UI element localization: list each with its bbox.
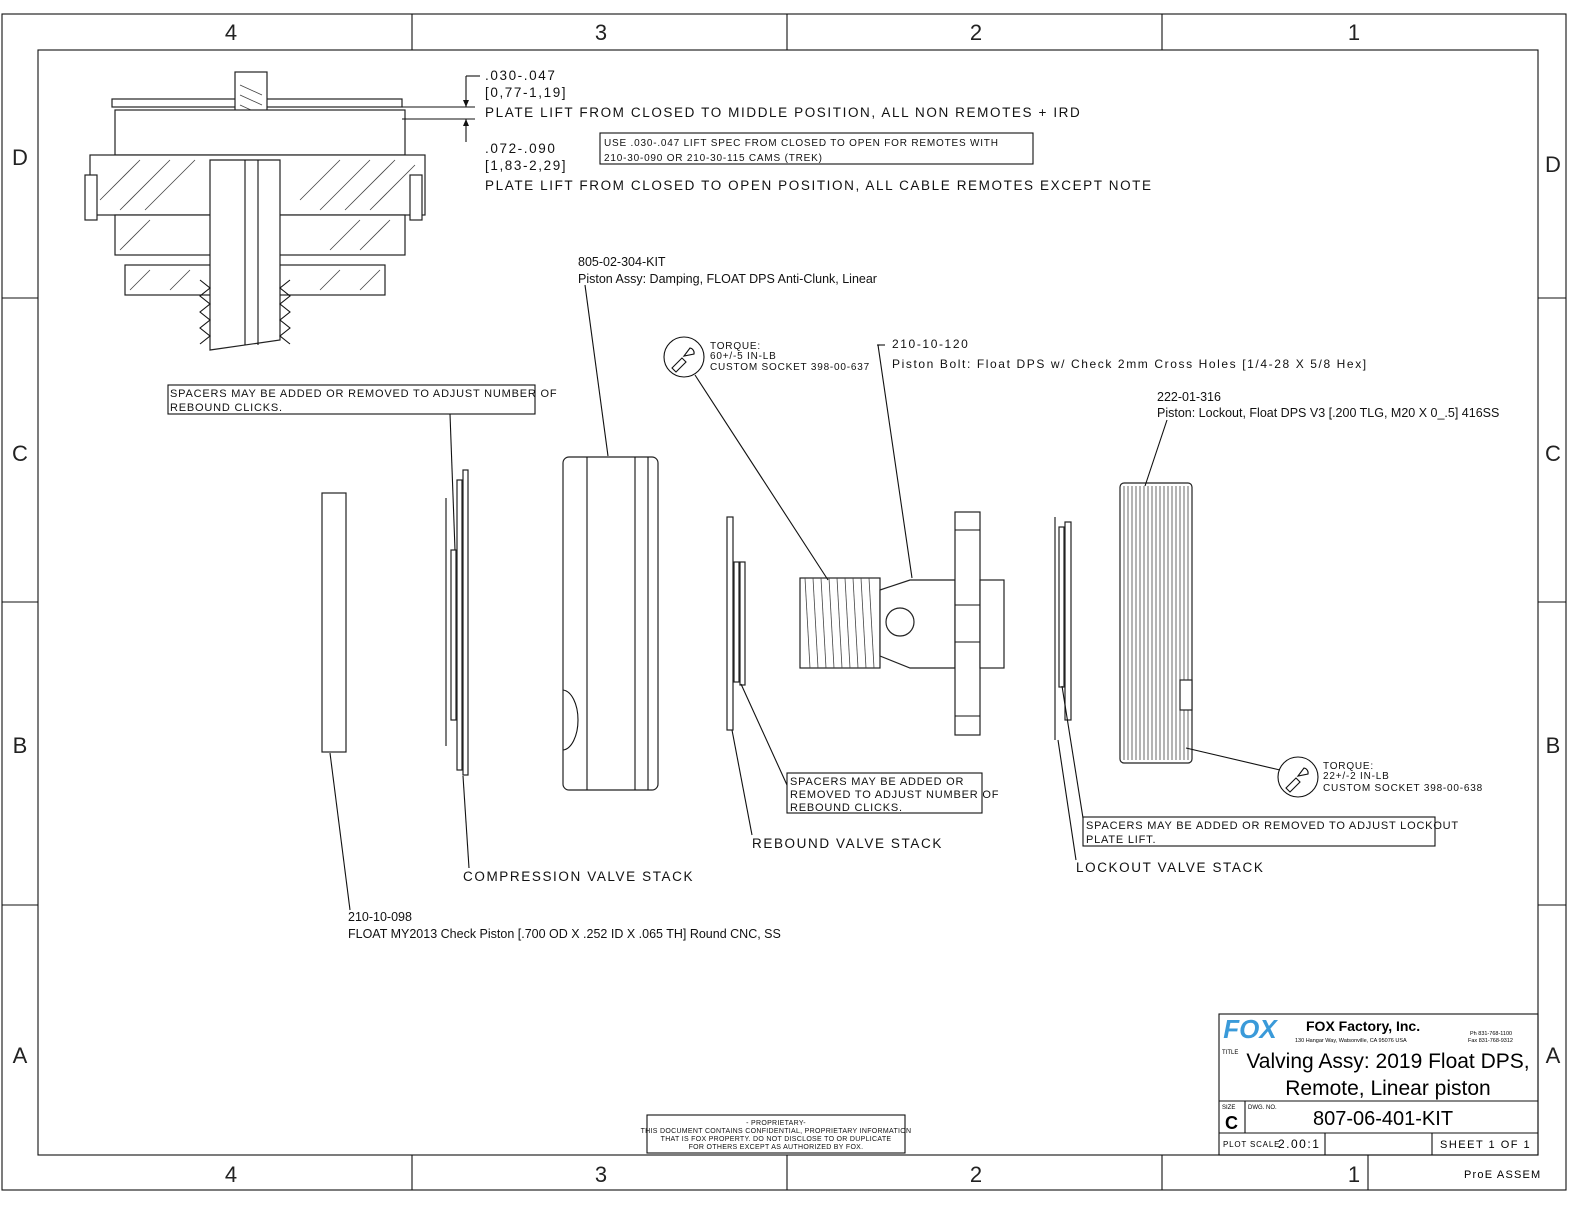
lockout-valve-stack-part (1054, 517, 1072, 740)
callout-piston-bolt: 210-10-120 Piston Bolt: Float DPS w/ Che… (892, 337, 1368, 371)
zone-row-b-right: B (1546, 733, 1561, 758)
zone-labels: 4 3 2 1 4 3 2 1 D C B A D C B A (12, 20, 1561, 1187)
company-address: 130 Hangar Way, Watsonville, CA 95076 US… (1295, 1038, 1407, 1044)
svg-text:TORQUE:: TORQUE: (710, 341, 761, 352)
company-name: FOX Factory, Inc. (1306, 1018, 1420, 1034)
footer-note: ProE ASSEM (1464, 1169, 1541, 1181)
zone-col-2-bottom: 2 (970, 1162, 982, 1187)
torque-wrench-icon (1277, 756, 1319, 798)
note-spacers-compression: SPACERS MAY BE ADDED OR REMOVED TO ADJUS… (167, 384, 557, 415)
note-spacers-rebound: SPACERS MAY BE ADDED OR REMOVED TO ADJUS… (786, 772, 999, 814)
callout-piston-assy: 805-02-304-KIT Piston Assy: Damping, FLO… (578, 255, 877, 286)
svg-text:DWG. NO.: DWG. NO. (1248, 1105, 1277, 1111)
torque-callout-1: TORQUE: 60+/-5 IN-LB CUSTOM SOCKET 398-0… (663, 336, 870, 378)
zone-col-2: 2 (970, 20, 982, 45)
zone-col-1: 1 (1348, 20, 1360, 45)
compression-valve-stack-part (445, 469, 469, 776)
zone-dividers (2, 14, 1566, 1190)
dim2-note: PLATE LIFT FROM CLOSED TO OPEN POSITION,… (485, 178, 1153, 193)
label-rebound-stack: REBOUND VALVE STACK (752, 836, 943, 851)
zone-col-4: 4 (225, 20, 237, 45)
company-phone: Ph 831-768-1100 (1470, 1031, 1512, 1037)
proprietary-notice: - PROPRIETARY- THIS DOCUMENT CONTAINS CO… (641, 1114, 912, 1154)
zone-row-a: A (13, 1043, 28, 1068)
zone-row-a-right: A (1546, 1043, 1561, 1068)
callout-lockout-piston: 222-01-316 Piston: Lockout, Float DPS V3… (1157, 390, 1499, 420)
fox-logo: FOX (1223, 1014, 1278, 1044)
svg-text:CUSTOM SOCKET 398-00-637: CUSTOM SOCKET 398-00-637 (710, 362, 870, 373)
zone-col-1-bottom: 1 (1348, 1162, 1360, 1187)
sheet-size: C (1225, 1113, 1238, 1133)
dim1-mm: [0,77-1,19] (485, 85, 567, 100)
piston-bolt-part (799, 511, 1005, 736)
drawing-title-line2: Remote, Linear piston (1285, 1077, 1490, 1100)
drawing-title-line1: Valving Assy: 2019 Float DPS, (1246, 1050, 1529, 1073)
drawing-number: 807-06-401-KIT (1313, 1108, 1453, 1130)
svg-text:Piston: Lockout, Float DPS V3: Piston: Lockout, Float DPS V3 [.200 TLG,… (1157, 406, 1499, 420)
svg-text:SPACERS MAY BE ADDED OR REMOVE: SPACERS MAY BE ADDED OR REMOVED TO ADJUS… (170, 388, 557, 400)
svg-text:PLOT SCALE: PLOT SCALE (1223, 1140, 1280, 1149)
rebound-valve-stack-part (726, 516, 746, 731)
svg-text:210-10-120: 210-10-120 (892, 337, 969, 351)
zone-row-d-right: D (1545, 152, 1561, 177)
title-block: FOX FOX Factory, Inc. 130 Hangar Way, Wa… (1218, 1013, 1541, 1190)
check-piston-part (321, 492, 347, 753)
company-fax: Fax 831-768-9312 (1468, 1038, 1513, 1044)
piston-assy-part (562, 456, 659, 791)
torque-wrench-icon (663, 336, 705, 378)
zone-row-b: B (13, 733, 28, 758)
callout-check-piston: 210-10-098 FLOAT MY2013 Check Piston [.7… (348, 910, 781, 941)
zone-row-d: D (12, 145, 28, 170)
label-lockout-stack: LOCKOUT VALVE STACK (1076, 860, 1264, 875)
svg-text:THIS DOCUMENT CONTAINS CONFIDE: THIS DOCUMENT CONTAINS CONFIDENTIAL, PRO… (641, 1128, 912, 1135)
svg-text:TORQUE:: TORQUE: (1323, 761, 1374, 772)
svg-text:FOR OTHERS EXCEPT AS AUTHORIZE: FOR OTHERS EXCEPT AS AUTHORIZED BY FOX. (689, 1144, 864, 1151)
svg-text:CUSTOM SOCKET 398-00-638: CUSTOM SOCKET 398-00-638 (1323, 783, 1483, 794)
svg-text:SPACERS MAY BE ADDED OR: SPACERS MAY BE ADDED OR (790, 776, 964, 788)
svg-text:Piston Bolt: Float DPS w/ Chec: Piston Bolt: Float DPS w/ Check 2mm Cros… (892, 357, 1368, 371)
svg-text:THAT IS FOX PROPERTY. DO NOT: THAT IS FOX PROPERTY. DO NOT DISCLOSE TO… (661, 1136, 892, 1143)
label-compression-stack: COMPRESSION VALVE STACK (463, 869, 694, 884)
svg-text:60+/-5 IN-LB: 60+/-5 IN-LB (710, 351, 777, 362)
plate-lift-dimensions: .030-.047 [0,77-1,19] PLATE LIFT FROM CL… (402, 68, 1153, 193)
svg-text:- PROPRIETARY-: - PROPRIETARY- (746, 1120, 806, 1127)
dim1-note: PLATE LIFT FROM CLOSED TO MIDDLE POSITIO… (485, 105, 1081, 120)
svg-text:PLATE LIFT.: PLATE LIFT. (1086, 834, 1156, 846)
note-spacers-lockout: SPACERS MAY BE ADDED OR REMOVED TO ADJUS… (1082, 816, 1459, 847)
zone-row-c-right: C (1545, 441, 1561, 466)
section-view (84, 71, 426, 351)
svg-text:REMOVED TO ADJUST NUMBER OF: REMOVED TO ADJUST NUMBER OF (790, 789, 999, 801)
svg-text:22+/-2 IN-LB: 22+/-2 IN-LB (1323, 771, 1390, 782)
remote-note-line2: 210-30-090 OR 210-30-115 CAMS (TREK) (604, 153, 823, 164)
svg-text:210-10-098: 210-10-098 (348, 910, 412, 924)
dim2-mm: [1,83-2,29] (485, 158, 567, 173)
zone-col-3-bottom: 3 (595, 1162, 607, 1187)
dim2-inches: .072-.090 (485, 141, 556, 156)
svg-text:805-02-304-KIT: 805-02-304-KIT (578, 255, 666, 269)
svg-text:222-01-316: 222-01-316 (1157, 390, 1221, 404)
plot-scale: 2.00:1 (1278, 1137, 1320, 1151)
svg-text:SPACERS MAY BE ADDED OR REMOVE: SPACERS MAY BE ADDED OR REMOVED TO ADJUS… (1086, 820, 1459, 832)
svg-text:TITLE: TITLE (1222, 1050, 1238, 1056)
svg-text:REBOUND CLICKS.: REBOUND CLICKS. (170, 402, 283, 414)
sheet-number: SHEET 1 OF 1 (1440, 1139, 1531, 1151)
zone-col-4-bottom: 4 (225, 1162, 237, 1187)
leader-lines (329, 284, 1281, 911)
svg-text:Piston Assy: Damping, FLOAT DP: Piston Assy: Damping, FLOAT DPS Anti-Clu… (578, 272, 877, 286)
dim1-inches: .030-.047 (485, 68, 556, 83)
svg-text:FLOAT MY2013 Check Piston [.70: FLOAT MY2013 Check Piston [.700 OD X .25… (348, 927, 781, 941)
svg-text:SIZE: SIZE (1222, 1105, 1235, 1111)
torque-callout-2: TORQUE: 22+/-2 IN-LB CUSTOM SOCKET 398-0… (1277, 756, 1483, 798)
lockout-piston-part (1119, 482, 1193, 764)
zone-col-3: 3 (595, 20, 607, 45)
svg-text:REBOUND CLICKS.: REBOUND CLICKS. (790, 802, 903, 814)
zone-row-c: C (12, 441, 28, 466)
remote-note-line1: USE .030-.047 LIFT SPEC FROM CLOSED TO O… (604, 138, 999, 149)
